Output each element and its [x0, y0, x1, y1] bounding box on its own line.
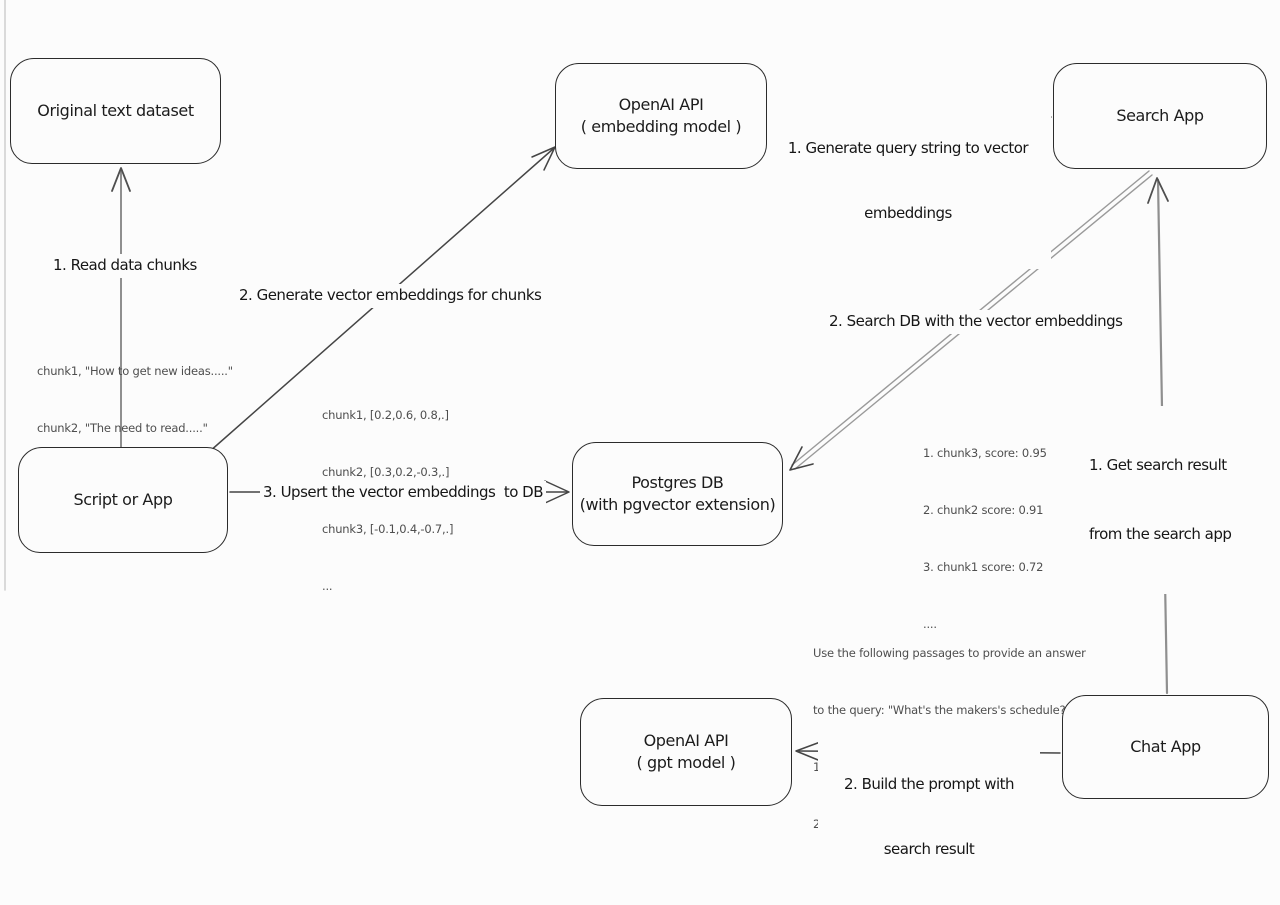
edge-label-line: 1. Get search result [1089, 455, 1227, 474]
edge-label-get-search-result: 1. Get search result from the search app [1086, 406, 1235, 594]
annotation-line: to the query: "What's the makers's sched… [813, 702, 1071, 717]
edge-label-line: 1. Generate query string to vector [787, 138, 1029, 157]
annotation-line: 1. chunk3, score: 0.95 [923, 445, 1047, 460]
annotation-line: chunk2, [0.3,0.2,-0.3,.] [322, 464, 450, 479]
annotation-line: chunk1, "How to get new ideas....." [37, 363, 233, 378]
annotation-line: 2. chunk2 score: 0.91 [923, 502, 1044, 517]
node-title: Postgres DB [631, 472, 724, 492]
node-postgres-db: Postgres DB (with pgvector extension) [572, 442, 783, 546]
node-label: Script or App [73, 489, 173, 509]
node-subtitle: ( gpt model ) [636, 753, 736, 772]
edge-label-query-to-vector: 1. Generate query string to vector embed… [765, 93, 1051, 269]
edge-label-search-db: 2. Search DB with the vector embeddings [826, 310, 1126, 334]
arrow-read-data-chunks [111, 167, 131, 450]
node-chat-app: Chat App [1062, 695, 1269, 799]
edge-label-line: from the search app [1089, 525, 1232, 544]
node-subtitle: (with pgvector extension) [579, 495, 776, 514]
node-label: Chat App [1130, 736, 1201, 756]
annotation-line: Use the following passages to provide an… [813, 645, 1086, 660]
node-search-app: Search App [1053, 63, 1267, 169]
node-script-or-app: Script or App [18, 447, 228, 553]
annotation-line: .... [923, 616, 937, 631]
edge-label-generate-embeddings: 2. Generate vector embeddings for chunks [236, 284, 545, 308]
node-title: OpenAI API [643, 730, 729, 750]
annotation-line: chunk1, [0.2,0.6, 0.8,.] [322, 407, 449, 422]
node-openai-api-embedding-model: OpenAI API ( embedding model ) [555, 63, 767, 169]
edge-label-read-data-chunks: 1. Read data chunks [50, 254, 200, 278]
annotation-line: chunk3, [-0.1,0.4,-0.7,.] [322, 521, 454, 536]
annotation-line: chunk2, "The need to read....." [37, 420, 208, 435]
annotation-search-scores: 1. chunk3, score: 0.95 2. chunk2 score: … [923, 406, 1047, 672]
edge-label-upsert-to-db: 3. Upsert the vector embeddings to DB [260, 481, 547, 505]
annotation-line: ... [322, 578, 333, 593]
edge-label-line: 2. Build the prompt with [843, 774, 1015, 793]
diagram-canvas: chunk1, "How to get new ideas....." chun… [4, 0, 1269, 858]
edge-label-line: embeddings [864, 203, 952, 222]
node-subtitle: ( embedding model ) [580, 117, 742, 136]
node-label: Original text dataset [37, 100, 194, 120]
node-original-text-dataset: Original text dataset [10, 58, 221, 164]
node-label: Search App [1116, 105, 1204, 125]
annotation-line: 3. chunk1 score: 0.72 [923, 559, 1044, 574]
node-openai-api-gpt-model: OpenAI API ( gpt model ) [580, 698, 792, 806]
edge-label-build-prompt: 2. Build the prompt with search result [818, 729, 1040, 905]
node-title: OpenAI API [618, 94, 704, 114]
edge-label-line: search result [883, 839, 975, 858]
annotation-chunk-vectors: chunk1, [0.2,0.6, 0.8,.] chunk2, [0.3,0.… [322, 368, 453, 634]
